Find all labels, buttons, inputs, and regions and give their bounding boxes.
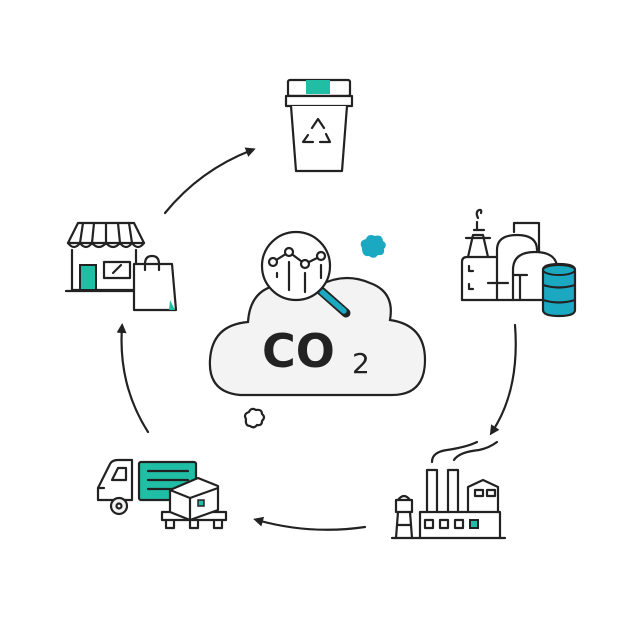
cycle-arrows bbox=[116, 147, 517, 531]
delivery-truck-icon bbox=[96, 458, 228, 530]
shop-icon bbox=[64, 221, 178, 312]
co2-subscript: 2 bbox=[352, 347, 370, 380]
co2-label: CO bbox=[262, 324, 335, 378]
factory-icon bbox=[390, 440, 507, 540]
co2-cloud: CO 2 bbox=[208, 276, 427, 397]
refinery-icon bbox=[460, 208, 577, 318]
arrow-factory-to-truck bbox=[253, 516, 367, 531]
small-outline-cloud-icon bbox=[243, 407, 266, 429]
recycle-bin-icon bbox=[284, 78, 354, 173]
arrow-truck-to-shop bbox=[116, 323, 150, 434]
arrow-refinery-to-factory bbox=[489, 323, 517, 436]
small-blue-cloud-icon bbox=[360, 235, 386, 258]
magnifier-chart-icon bbox=[260, 230, 351, 318]
arrow-shop-to-bin bbox=[163, 147, 256, 215]
